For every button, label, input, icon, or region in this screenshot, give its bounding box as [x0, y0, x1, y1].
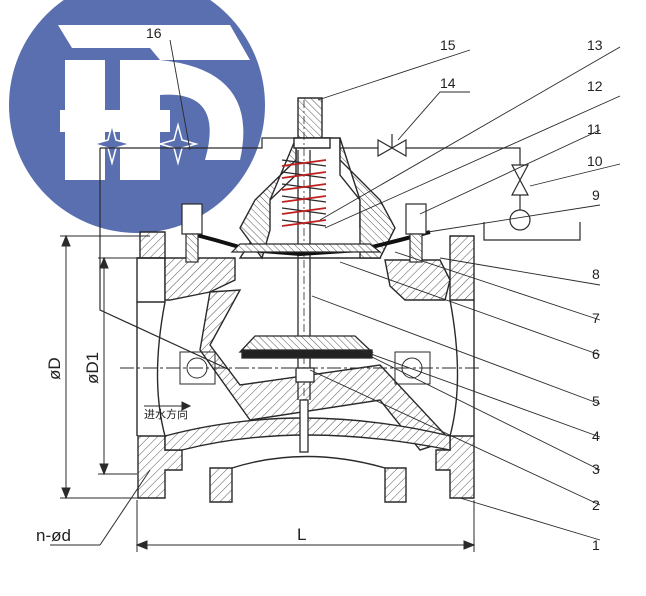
dimension-lines	[50, 234, 476, 552]
callout-4: 4	[592, 428, 600, 444]
diaphragm	[184, 230, 431, 257]
callout-2: 2	[592, 497, 600, 513]
callout-9: 9	[592, 187, 600, 203]
dimension-bolt-holes: n-ød	[36, 526, 71, 545]
callout-leaders	[169, 39, 621, 541]
dimension-L: L	[297, 525, 306, 544]
callout-14: 14	[440, 75, 456, 91]
flange-bolts	[181, 203, 427, 263]
callout-labels: 1 2 3 4 5 6 7 8 9 10 11 12 13 14 15 16	[146, 25, 603, 553]
callout-10: 10	[587, 153, 603, 169]
bonnet	[238, 97, 396, 260]
callout-16: 16	[146, 25, 162, 41]
callout-8: 8	[592, 266, 600, 282]
callout-5: 5	[592, 393, 600, 409]
dimension-diameter-D1: øD1	[83, 352, 102, 384]
valve-disc	[238, 335, 374, 383]
callout-12: 12	[587, 78, 603, 94]
control-pipework	[99, 134, 581, 371]
callout-3: 3	[592, 461, 600, 477]
callout-13: 13	[587, 37, 603, 53]
dimension-diameter-D: øD	[45, 357, 64, 380]
callout-11: 11	[587, 121, 602, 137]
flow-direction-label: 进水方向	[144, 407, 188, 421]
callout-15: 15	[440, 37, 456, 53]
callout-7: 7	[592, 310, 600, 326]
company-logo	[9, 0, 265, 233]
callout-6: 6	[592, 346, 600, 362]
callout-1: 1	[592, 537, 600, 553]
centre-lines	[120, 351, 480, 385]
